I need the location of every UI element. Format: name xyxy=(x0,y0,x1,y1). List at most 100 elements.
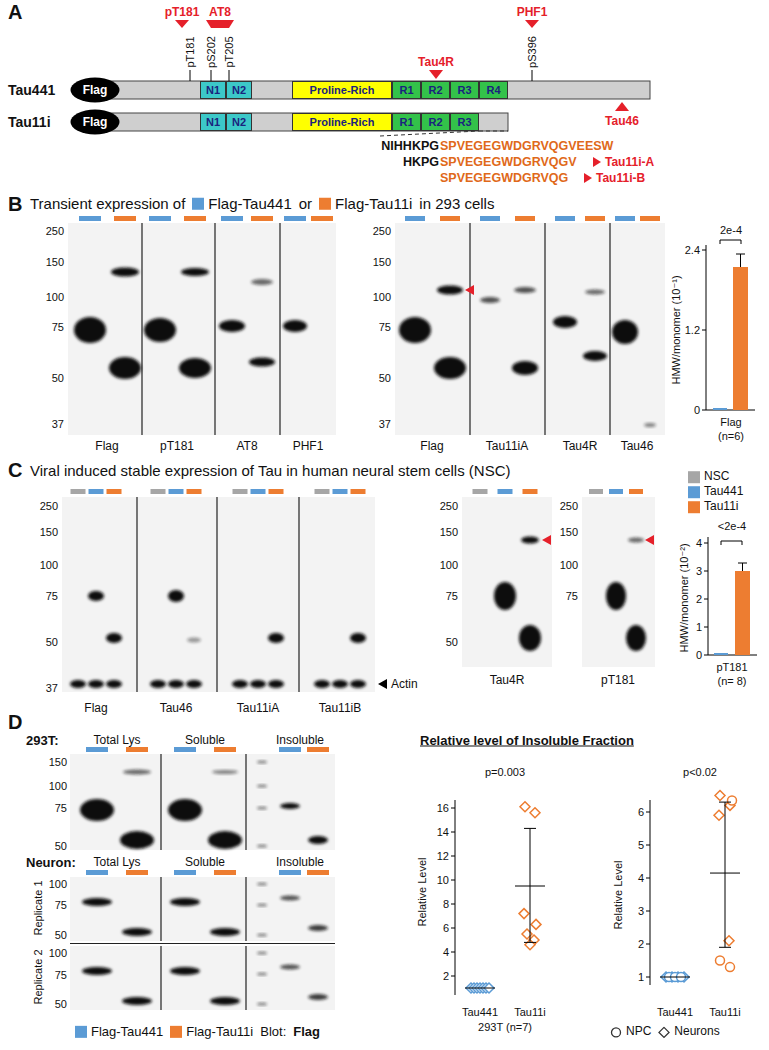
axis-title: pT205 xyxy=(224,36,235,67)
figure-label: 75 xyxy=(55,900,67,911)
protein-band xyxy=(268,633,284,643)
domain-box: N1 xyxy=(200,113,226,131)
protein-band xyxy=(181,268,209,276)
figure-label: 100 xyxy=(40,560,58,571)
axis-tick xyxy=(451,976,455,977)
node-text: N2 xyxy=(232,85,246,96)
lane-marker xyxy=(151,489,166,494)
legend-swatch xyxy=(192,198,204,210)
figure-label: B xyxy=(8,194,22,214)
protein-band xyxy=(437,286,463,295)
significance-bracket xyxy=(741,240,742,244)
protein-band xyxy=(168,590,184,602)
protein-band xyxy=(257,1003,267,1006)
figure-label: 150 xyxy=(40,527,58,538)
figure-label: 150 xyxy=(560,527,578,538)
title-text: Blot: xyxy=(260,1025,286,1039)
figure-label: 250 xyxy=(440,501,458,512)
legend-text: Flag-Tau441 xyxy=(91,1025,163,1039)
figure-label: Insoluble xyxy=(276,734,324,746)
protein-band xyxy=(251,279,273,285)
lane-marker xyxy=(184,216,206,221)
lane-marker xyxy=(279,747,301,752)
blot-divider xyxy=(544,223,545,435)
epitope-marker xyxy=(615,102,629,111)
data-point xyxy=(726,963,735,972)
axis-tick xyxy=(646,845,650,846)
legend-swatch xyxy=(170,1026,182,1038)
domain-box: N2 xyxy=(226,113,252,131)
error-bar xyxy=(719,947,731,948)
lane-marker xyxy=(86,747,108,752)
blot-divider xyxy=(141,223,142,435)
lane-marker xyxy=(174,747,196,752)
protein-band xyxy=(257,973,267,976)
protein-band xyxy=(268,680,284,688)
node-text: R1 xyxy=(399,85,413,96)
error-bar xyxy=(725,802,726,947)
axis-title: HMW/monomer (10⁻¹) xyxy=(671,275,682,384)
figure-label: Tau11iA xyxy=(486,440,528,452)
figure-label: 100 xyxy=(49,948,67,959)
figure-label: SPVEGEGWDGRVQGV xyxy=(440,156,577,169)
legend-item: Flag-Tau11i xyxy=(319,196,412,213)
protein-band xyxy=(521,537,539,544)
figure-label: (n=6) xyxy=(718,431,744,442)
figure-label: 2 xyxy=(443,971,449,982)
figure-label: pT181 xyxy=(716,662,747,673)
protein-band xyxy=(308,836,328,844)
legend-swatch xyxy=(319,198,331,210)
protein-band xyxy=(257,785,267,788)
protein-band xyxy=(644,423,656,427)
domain-box: Proline-Rich xyxy=(292,81,392,99)
legend-item: Tau441 xyxy=(688,485,743,498)
blot-divider xyxy=(245,946,246,1010)
legend-symbol xyxy=(610,1026,622,1038)
figure-label: 50 xyxy=(55,930,67,941)
figure-label: 50 xyxy=(55,999,67,1010)
figure-label: 16 xyxy=(437,803,449,814)
axis-title: pT181 xyxy=(185,36,196,67)
lane-marker xyxy=(233,489,248,494)
figure-label: PHF1 xyxy=(293,440,324,452)
figure-label: 6 xyxy=(443,923,449,934)
significance-bracket xyxy=(720,240,721,244)
figure-label: 50 xyxy=(55,841,67,852)
figure-label: 0 xyxy=(696,650,702,661)
figure-label: 2 xyxy=(696,594,702,605)
node-text: N1 xyxy=(206,85,220,96)
axis-tick xyxy=(702,410,706,411)
blot-membrane xyxy=(68,223,336,435)
node-text: R4 xyxy=(486,85,500,96)
band-arrow xyxy=(542,535,551,545)
protein-bar xyxy=(95,113,508,131)
sequence-leader xyxy=(479,131,508,132)
lane-marker xyxy=(615,216,635,221)
legend-text: Neurons xyxy=(674,1025,719,1038)
figure-label: pT181 xyxy=(160,440,194,452)
legend-item: NPC xyxy=(610,1025,651,1038)
lane-marker xyxy=(89,489,104,494)
epitope-marker xyxy=(206,20,234,28)
figure-label: 150 xyxy=(373,257,391,268)
figure-label: <2e-4 xyxy=(718,521,746,532)
figure-label: 4 xyxy=(638,873,644,884)
axis-tick xyxy=(451,880,455,881)
protein-bar xyxy=(95,81,650,99)
node-text: Flag xyxy=(83,116,108,128)
blot-divider xyxy=(298,497,299,692)
bar xyxy=(733,267,748,410)
protein-band xyxy=(257,934,267,937)
sequence-leader xyxy=(380,131,479,136)
domain-box: R1 xyxy=(392,113,421,131)
lane-marker xyxy=(629,489,643,494)
protein-band xyxy=(210,997,240,1005)
protein-band xyxy=(257,845,267,848)
lane-marker xyxy=(523,489,538,494)
protein-band xyxy=(144,318,176,342)
figure-label: 4 xyxy=(443,947,449,958)
node-text: Flag xyxy=(83,84,108,96)
site-tick xyxy=(532,70,533,81)
bar xyxy=(735,571,750,655)
